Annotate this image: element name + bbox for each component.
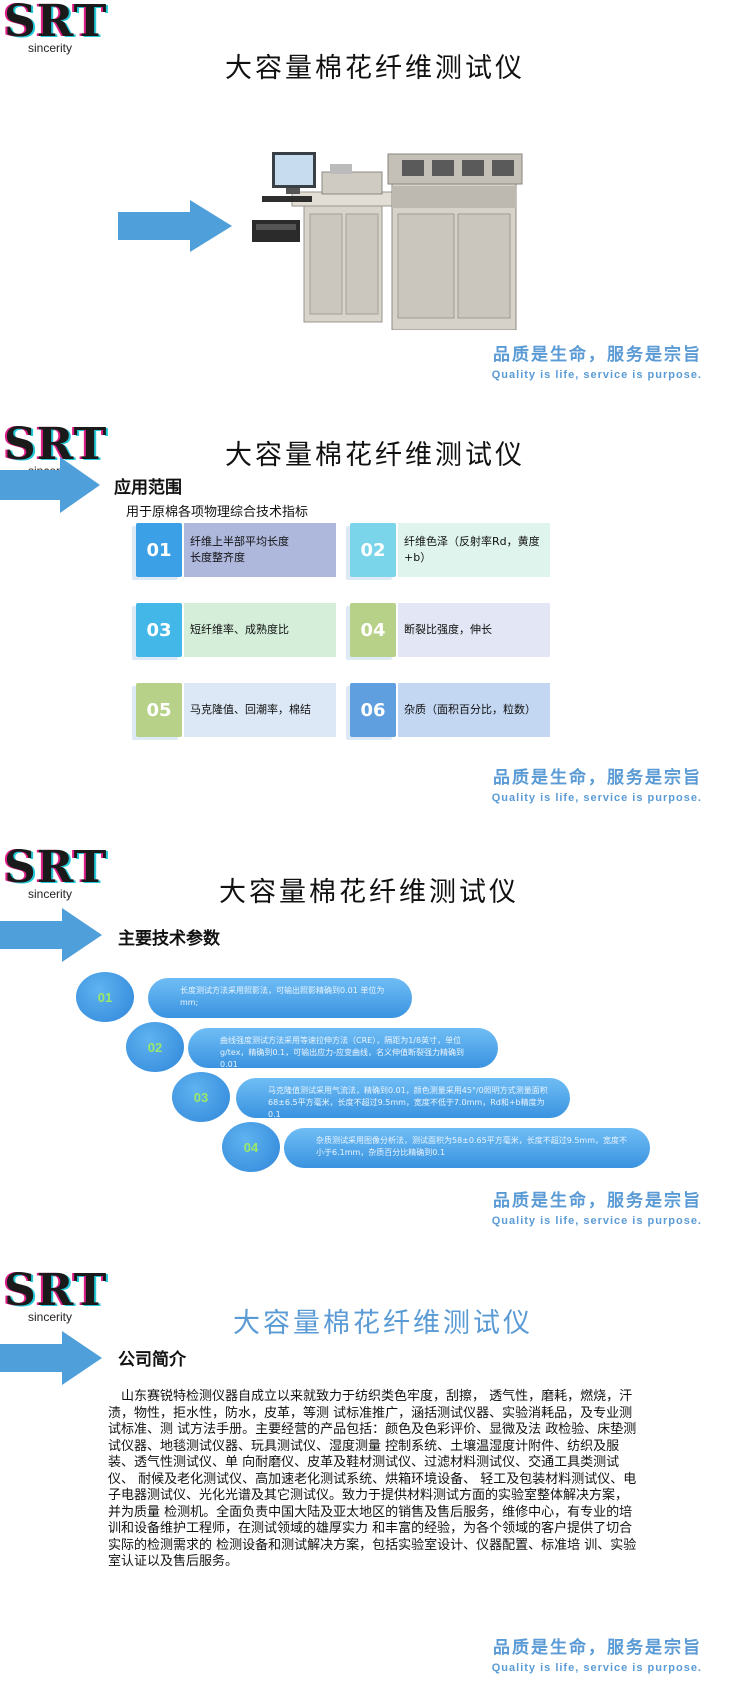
spec-number-badge: 02 <box>126 1022 184 1072</box>
card-number: 06 <box>350 683 396 737</box>
slogan-cn: 品质是生命，服务是宗旨 <box>493 1191 702 1211</box>
brand-mark: SRT <box>4 0 108 47</box>
brand-sub: sincerity <box>28 887 73 901</box>
card-text: 马克隆值、回潮率，棉结 <box>184 683 336 737</box>
card-number: 04 <box>350 603 396 657</box>
brand-sub: sincerity <box>28 41 73 55</box>
fiber-tester-illustration <box>252 152 523 330</box>
card-text: 杂质（面积百分比，粒数） <box>398 683 550 737</box>
slogan-cn: 品质是生命，服务是宗旨 <box>493 1638 702 1658</box>
page-title: 大容量棉花纤维测试仪 <box>219 877 519 908</box>
card-number: 01 <box>136 523 182 577</box>
slogan-en: Quality is life, service is purpose. <box>491 792 702 804</box>
application-card: 02 纤维色泽（反射率Rd，黄度+b） <box>350 523 550 577</box>
spec-number-badge: 04 <box>222 1122 280 1172</box>
spec-text: 杂质测试采用图像分析法，测试面积为58±0.65平方毫米，长度不超过9.5mm，… <box>284 1128 650 1168</box>
company-description: 山东赛锐特检测仪器自成立以来就致力于纺织类色牢度，刮擦， 透气性，磨耗，燃烧，汗… <box>108 1389 638 1571</box>
right-arrow-icon <box>0 1331 102 1385</box>
brand-mark: SRT <box>4 842 108 893</box>
company-heading: 公司简介 <box>118 1350 186 1370</box>
company-paragraph: 山东赛锐特检测仪器自成立以来就致力于纺织类色牢度，刮擦， 透气性，磨耗，燃烧，汗… <box>108 1389 637 1569</box>
page-title: 大容量棉花纤维测试仪 <box>225 53 525 84</box>
spec-number-badge: 01 <box>76 972 134 1022</box>
right-arrow-icon <box>118 200 232 252</box>
company-section: SRT sincerity 大容量棉花纤维测试仪 公司简介 山东赛锐特检测仪器自… <box>0 1265 750 1687</box>
brand-logo: SRT sincerity <box>4 1265 114 1327</box>
brand-mark: SRT <box>4 419 108 470</box>
application-card: 04 断裂比强度，伸长 <box>350 603 550 657</box>
slogan-en: Quality is life, service is purpose. <box>491 1215 702 1227</box>
application-card: 06 杂质（面积百分比，粒数） <box>350 683 550 737</box>
application-card: 03 短纤维率、成熟度比 <box>136 603 336 657</box>
card-text: 断裂比强度，伸长 <box>398 603 550 657</box>
slogan: 品质是生命，服务是宗旨 Quality is life, service is … <box>492 1186 702 1227</box>
page-title: 大容量棉花纤维测试仪 <box>225 440 525 471</box>
specs-heading: 主要技术参数 <box>118 929 220 949</box>
slogan-cn: 品质是生命，服务是宗旨 <box>493 345 702 365</box>
card-text: 纤维色泽（反射率Rd，黄度+b） <box>398 523 550 577</box>
brand-mark: SRT <box>4 1265 108 1316</box>
brand-logo: SRT sincerity <box>4 842 114 904</box>
card-number: 02 <box>350 523 396 577</box>
spec-text: 马克隆值测试采用气流法，精确到0.01，颜色测量采用45°/0照明方式测量面积6… <box>236 1078 570 1119</box>
product-photo-section: SRT sincerity 大容量棉花纤维测试仪 品 <box>0 0 750 423</box>
application-card: 05 马克隆值、回潮率，棉结 <box>136 683 336 737</box>
spec-number-badge: 03 <box>172 1072 230 1122</box>
slogan-cn: 品质是生命，服务是宗旨 <box>493 768 702 788</box>
card-number: 03 <box>136 603 182 657</box>
slogan: 品质是生命，服务是宗旨 Quality is life, service is … <box>492 763 702 804</box>
slogan-en: Quality is life, service is purpose. <box>491 369 702 381</box>
page-title: 大容量棉花纤维测试仪 <box>233 1308 533 1339</box>
card-number: 05 <box>136 683 182 737</box>
right-arrow-icon <box>0 457 100 513</box>
spec-text: 曲线强度测试方法采用等速拉伸方法（CRE），隔距为1/8英寸，单位g/tex，精… <box>188 1028 498 1069</box>
spec-text: 长度测试方法采用照影法，可输出照影精确到0.01 单位为mm; <box>148 978 412 1018</box>
brand-sub: sincerity <box>28 1310 73 1324</box>
slogan-en: Quality is life, service is purpose. <box>491 1662 702 1674</box>
brand-logo: SRT sincerity <box>4 0 114 58</box>
applications-section: SRT sincerity 大容量棉花纤维测试仪 应用范围 用于原棉各项物理综合… <box>0 419 750 846</box>
slogan: 品质是生命，服务是宗旨 Quality is life, service is … <box>492 340 702 381</box>
card-text: 纤维上半部平均长度 长度整齐度 <box>184 523 336 577</box>
card-text: 短纤维率、成熟度比 <box>184 603 336 657</box>
slogan: 品质是生命，服务是宗旨 Quality is life, service is … <box>492 1633 702 1674</box>
applications-intro: 用于原棉各项物理综合技术指标 <box>126 505 309 520</box>
specs-section: SRT sincerity 大容量棉花纤维测试仪 主要技术参数 01 长度测试方… <box>0 842 750 1269</box>
applications-heading: 应用范围 <box>114 478 182 498</box>
application-card: 01 纤维上半部平均长度 长度整齐度 <box>136 523 336 577</box>
right-arrow-icon <box>0 908 102 962</box>
